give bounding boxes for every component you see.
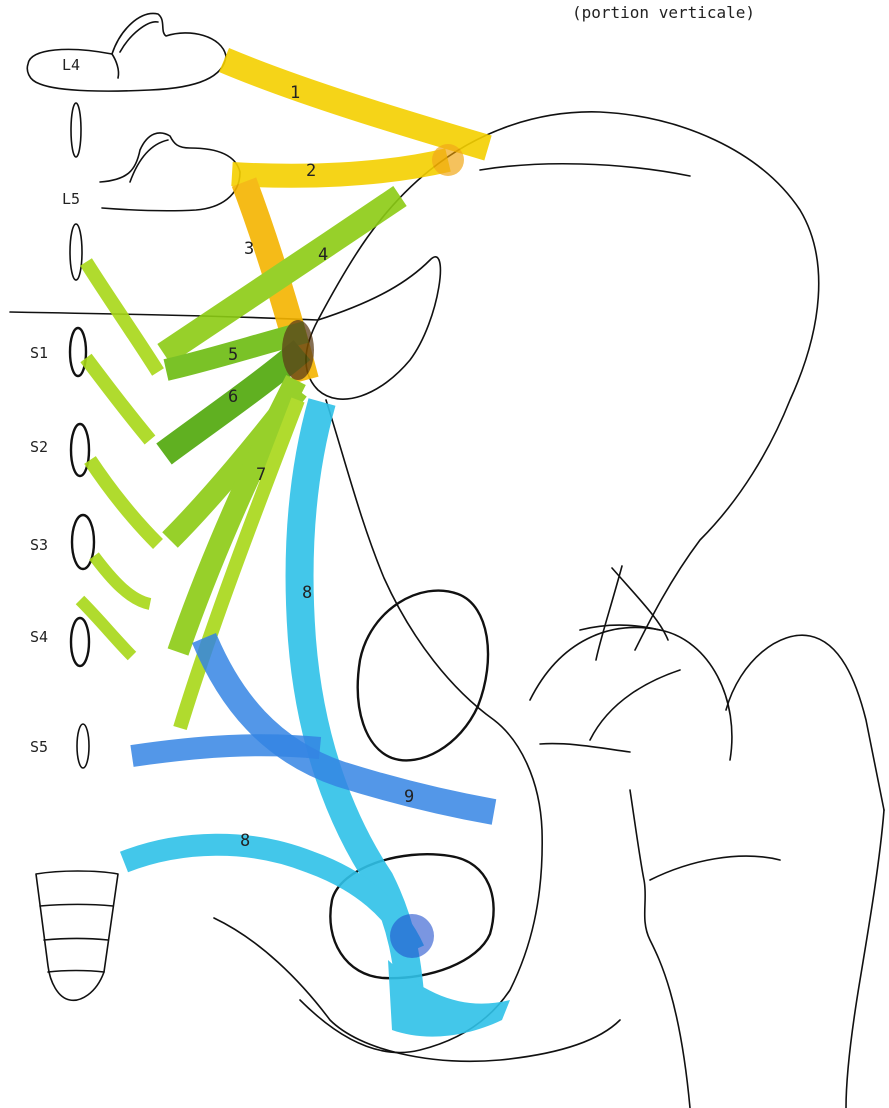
obturator-foramen-outline — [358, 591, 488, 761]
iliac-inner-line — [480, 164, 690, 176]
l4-process-line — [112, 54, 119, 78]
ligament-8-number-upper: 8 — [302, 583, 312, 603]
coccyx-outline — [36, 871, 118, 1000]
label-s5: S5 — [30, 738, 48, 756]
sacroiliac-joint-outline — [306, 257, 440, 399]
lesser-trochanter-line — [650, 856, 780, 880]
caption-text: (portion verticale) — [572, 3, 755, 22]
s1-foramen-outline — [70, 328, 86, 376]
ligament-9-overlap-mark — [390, 914, 434, 958]
ligament-2-number: 2 — [306, 161, 316, 181]
ligament-9-number: 9 — [404, 787, 414, 807]
label-s4: S4 — [30, 628, 48, 646]
l4-vertebra-outline — [27, 13, 226, 91]
l4-process-line-2 — [120, 22, 158, 52]
femur-neck-upper — [590, 670, 680, 740]
sacral-fibre-s3 — [90, 460, 158, 544]
ligament-bands — [80, 60, 510, 1037]
pubic-ramus-line — [596, 566, 622, 660]
label-s1: S1 — [30, 344, 48, 362]
s2-foramen-outline — [71, 424, 89, 476]
sacral-fibre-s1 — [86, 262, 158, 372]
greater-trochanter-outline — [726, 635, 884, 810]
ligament-9-band — [204, 638, 494, 812]
ligament-1-number: 1 — [290, 83, 300, 103]
sacral-fibre-s2 — [86, 358, 150, 440]
l5-process-line — [130, 140, 168, 182]
reference-line — [10, 312, 318, 320]
s4-foramen-outline — [71, 618, 89, 666]
iliolumbar-junction-mark — [432, 144, 464, 176]
ligament-5-number: 5 — [228, 345, 238, 365]
ligament-2-band — [232, 160, 448, 176]
l4-l5-spinous-outline — [71, 103, 81, 157]
ligament-4-number: 4 — [318, 245, 328, 265]
ligament-8-number-lower: 8 — [240, 831, 250, 851]
ligament-7-number: 7 — [256, 465, 266, 485]
coccyx-segment-1 — [40, 905, 113, 907]
femur-shaft-right — [846, 810, 884, 1108]
l5-s1-spinous-outline — [70, 224, 82, 280]
l5-vertebra-outline — [100, 133, 240, 211]
ligament-9-horizontal-band — [132, 745, 320, 756]
femur-shaft-left — [630, 790, 690, 1108]
sacral-fibre-s4 — [94, 556, 150, 604]
ligament-6-number: 6 — [228, 387, 238, 407]
coccyx-segment-3 — [48, 971, 104, 973]
s5-foramen-outline — [77, 724, 89, 768]
label-l5: L5 — [62, 190, 80, 208]
label-s3: S3 — [30, 536, 48, 554]
ligament-convergence-knot — [282, 320, 314, 380]
ligament-3-number: 3 — [244, 239, 254, 259]
label-s2: S2 — [30, 438, 48, 456]
bone-outlines — [10, 13, 884, 1108]
ligament-1-band — [224, 60, 488, 148]
label-l4: L4 — [62, 56, 80, 74]
acetabulum-line — [540, 744, 630, 752]
coccyx-segment-2 — [44, 939, 108, 941]
